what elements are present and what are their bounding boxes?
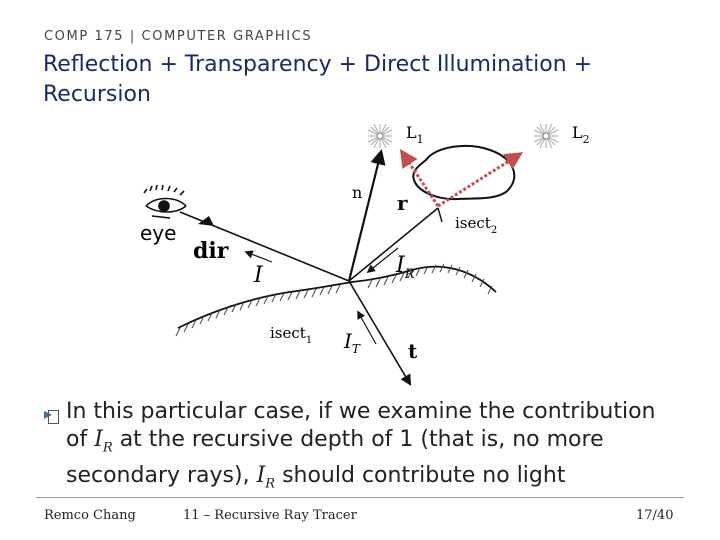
light1-label: L1 — [406, 123, 424, 146]
IR-arrow — [366, 247, 399, 274]
shadow-ray-light2 — [437, 152, 524, 208]
footer-lecture: 11 – Recursive Ray Tracer — [183, 508, 357, 523]
IT-arrow — [357, 310, 377, 345]
footer-author: Remco Chang — [44, 508, 136, 523]
surface-outline — [177, 265, 497, 329]
t-label: t — [408, 339, 418, 363]
slide-title: Reflection + Transparency + Direct Illum… — [43, 52, 593, 107]
IT-label: IT — [343, 329, 361, 356]
isect2-label: isect2 — [455, 214, 497, 236]
course-header: COMP 175 | COMPUTER GRAPHICS — [44, 29, 313, 44]
bullet-var-IR-2: IR — [256, 463, 276, 492]
IR-label: IR — [395, 253, 415, 282]
footer-divider — [36, 497, 684, 498]
reflect-label: r — [397, 191, 408, 215]
eye-label: eye — [140, 221, 176, 245]
light1-starburst — [367, 123, 393, 149]
incident-I-label: I — [253, 263, 264, 288]
dir-label: dir — [193, 238, 229, 264]
bullet-text-part1: In this particular case, if we examine t… — [66, 399, 656, 452]
isect2-tick — [437, 207, 443, 223]
bullet-var-IR-1: IR — [94, 427, 113, 456]
eye-icon — [143, 184, 187, 219]
light2-label: L2 — [572, 123, 590, 146]
normal-label: n — [352, 183, 362, 202]
incident-I-arrow — [244, 250, 273, 263]
bullet-box-icon — [48, 410, 59, 424]
transmitted-ray — [348, 280, 412, 386]
bullet-text: In this particular case, if we examine t… — [66, 398, 676, 499]
ray-tracing-diagram: L1 L2 eye dir I n — [140, 123, 590, 386]
shadow-ray-light1 — [400, 149, 440, 207]
reflected-ray — [348, 207, 439, 282]
light2-starburst — [533, 123, 559, 149]
footer-page-number: 17/40 — [636, 508, 674, 523]
isect1-label: isect1 — [270, 324, 312, 346]
incoming-ray-arrowhead — [198, 216, 214, 226]
bullet-text-part3: should contribute no light — [275, 463, 566, 489]
reflective-object — [412, 144, 516, 201]
surface-hatching — [175, 263, 493, 337]
normal-vector — [347, 149, 386, 282]
bullet-text-part2: at the recursive depth of 1 (that is, no… — [66, 427, 604, 489]
